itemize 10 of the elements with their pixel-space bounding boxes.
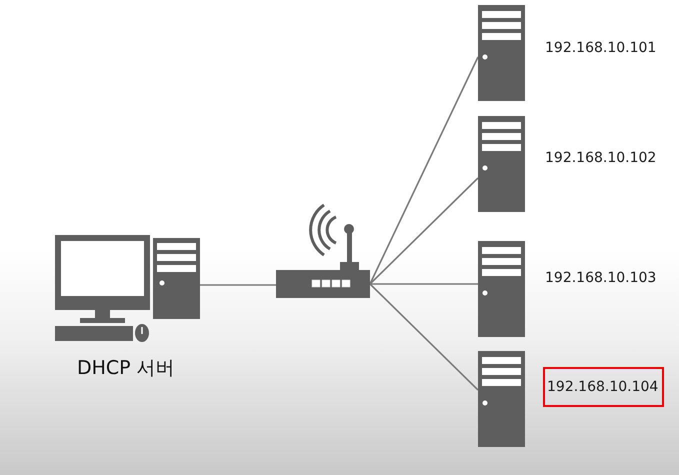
connection-line (369, 283, 479, 391)
connection-line (200, 284, 276, 286)
connection-line (369, 56, 479, 284)
ip-address-label: 192.168.10.102 (545, 149, 656, 167)
connection-line (370, 283, 478, 285)
ip-address-label: 192.168.10.101 (545, 39, 656, 57)
connection-line (369, 177, 479, 285)
ip-address-label: 192.168.10.103 (545, 269, 656, 287)
ip-address-label: 192.168.10.104 (543, 367, 664, 407)
node-label: DHCP 서버 (77, 356, 175, 380)
